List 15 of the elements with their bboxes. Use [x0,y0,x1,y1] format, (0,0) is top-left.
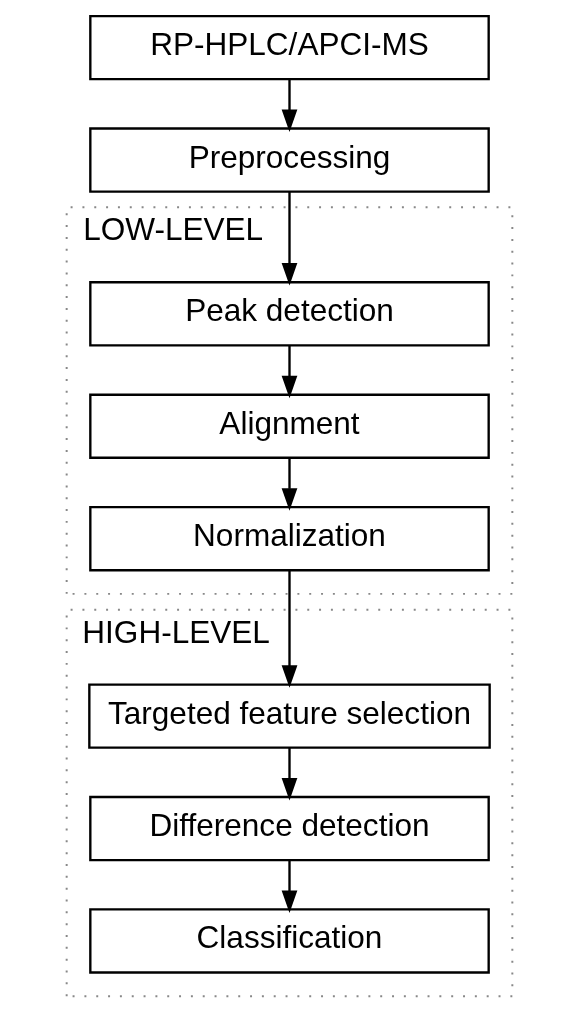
node-box: RP-HPLC/APCI-MS [89,14,490,81]
arrow [281,79,298,133]
node-box: Alignment [89,393,490,459]
arrow [281,570,298,688]
node-box: Targeted feature selection [88,683,491,749]
node-box: Difference detection [89,795,490,862]
arrow [281,345,298,399]
node-box: Normalization [89,505,490,572]
node-box: Classification [89,908,490,974]
node-box: Peak detection [89,281,490,347]
arrow [281,747,298,801]
arrow [281,191,298,286]
arrow [281,860,298,913]
arrow [281,457,298,511]
node-box: Preprocessing [89,127,490,193]
